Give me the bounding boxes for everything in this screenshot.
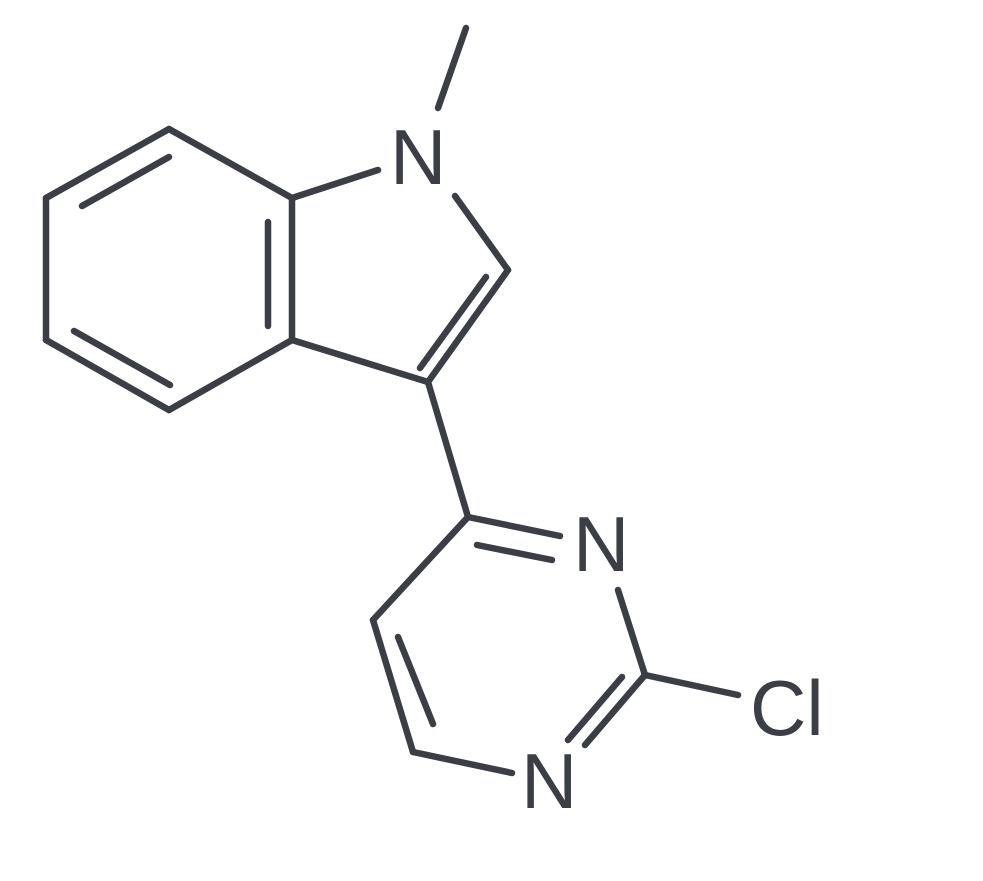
bond-benzene-1 — [165, 125, 296, 202]
bond-linker — [424, 378, 472, 521]
bond-benzene-3 — [165, 336, 296, 414]
bond-pyrimidine-6 — [369, 513, 472, 624]
bond-carbon-chlorine — [641, 671, 742, 699]
bond-benzene-4 — [42, 336, 173, 414]
atom-label-pyrimidine-n-top: N — [573, 500, 629, 588]
atom-label-pyrimidine-n-bottom: N — [521, 737, 577, 825]
bond-indole-n-c2 — [451, 192, 512, 274]
atom-label-indole-n: N — [390, 113, 446, 201]
bond-indole-c3-c3a — [288, 336, 432, 386]
bond-pyrimidine-1 — [464, 513, 564, 540]
bond-pyrimidine-3-double — [564, 673, 626, 744]
bond-pyrimidine-3 — [581, 671, 649, 749]
bond-pyrimidine-4 — [409, 748, 516, 777]
atom-label-chlorine: Cl — [750, 664, 824, 752]
bond-indole-c2-c3-double — [416, 273, 490, 372]
bond-indole-c7a-n — [288, 166, 382, 202]
bond-benzene-6 — [42, 125, 173, 202]
bond-pyrimidine-5-double — [394, 633, 437, 728]
bond-pyrimidine-1-double — [473, 541, 556, 564]
bond-pyrimidine-2 — [614, 586, 649, 679]
bond-pyrimidine-5 — [369, 616, 417, 756]
bond-methyl — [434, 24, 470, 112]
bond-benzene-double-3 — [70, 327, 174, 389]
bond-indole-c2-c3 — [424, 266, 512, 386]
bond-benzene-double-1 — [78, 153, 173, 210]
